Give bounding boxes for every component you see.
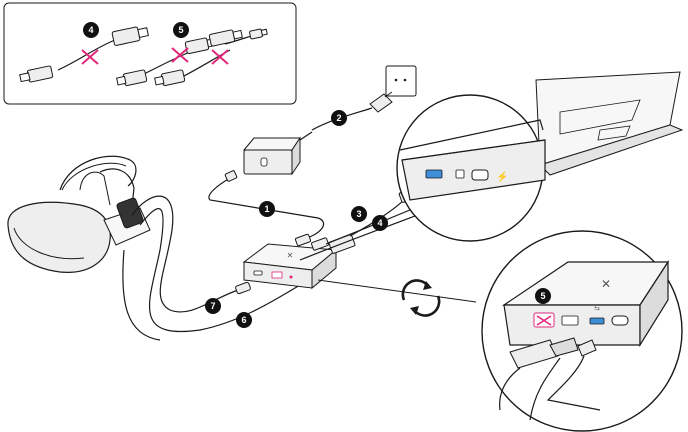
laptop-mini-dp-port xyxy=(455,169,465,179)
svg-text:5: 5 xyxy=(178,25,183,35)
svg-text:3: 3 xyxy=(356,209,361,219)
headset-cable-6-loop xyxy=(122,249,161,341)
badge-7: 7 xyxy=(205,298,221,314)
headset-cable-7 xyxy=(131,195,239,313)
badge-2: 2 xyxy=(331,110,347,126)
badge-zoom-5: 5 xyxy=(535,288,551,304)
power-adapter xyxy=(242,131,313,176)
adapter-dc-plug xyxy=(224,170,238,182)
inset-frame xyxy=(3,2,297,105)
badge-inset-5: 5 xyxy=(173,22,189,38)
rotate-icon xyxy=(401,279,441,317)
hub-port-zoom: ✕ ⇆ xyxy=(481,230,683,432)
badge-4: 4 xyxy=(372,215,388,231)
hub-logo-icon: ✕ xyxy=(287,251,294,260)
headset-usb-c-plug xyxy=(235,281,251,295)
extension-cable-crossed xyxy=(19,26,149,83)
svg-text:1: 1 xyxy=(264,204,269,214)
vr-headset xyxy=(7,155,151,273)
thunderbolt-icon: ⚡ xyxy=(496,170,508,183)
cross-mark xyxy=(171,47,189,63)
hub-zoom-leader xyxy=(317,279,477,303)
cross-mark xyxy=(81,49,99,65)
wall-outlet xyxy=(385,65,417,97)
hub-zoom-usbc-port xyxy=(611,315,629,326)
badge-6: 6 xyxy=(236,312,252,328)
badge-3: 3 xyxy=(351,206,367,222)
laptop-thunderbolt-port xyxy=(471,169,489,181)
hub-zoom-dp-port xyxy=(561,315,579,326)
laptop-port-zoom: ⚡ xyxy=(396,94,546,242)
badge-1: 1 xyxy=(259,201,275,217)
adapter-warning-inset: 4 xyxy=(3,2,297,105)
hub-logo-icon-zoom: ✕ xyxy=(601,277,611,291)
hub-zoom-usb3-port xyxy=(589,317,605,325)
link-hub: ✕ xyxy=(242,243,338,290)
svg-text:4: 4 xyxy=(88,25,93,35)
adapter-chain-crossed xyxy=(116,28,268,87)
hub-port-usbc xyxy=(253,270,263,276)
svg-text:5: 5 xyxy=(540,291,545,301)
cross-mark xyxy=(211,49,229,65)
usb-icon: ⇆ xyxy=(594,306,600,313)
svg-text:4: 4 xyxy=(377,218,382,228)
badge-inset-4: 4 xyxy=(83,22,99,38)
laptop-usb3-port xyxy=(425,169,443,179)
hub-port-crossed xyxy=(271,271,283,279)
svg-text:7: 7 xyxy=(210,301,215,311)
power-plug xyxy=(369,91,393,113)
laptop xyxy=(535,71,684,176)
svg-text:2: 2 xyxy=(336,113,341,123)
svg-text:6: 6 xyxy=(241,315,246,325)
headset-cable-6 xyxy=(139,208,301,333)
